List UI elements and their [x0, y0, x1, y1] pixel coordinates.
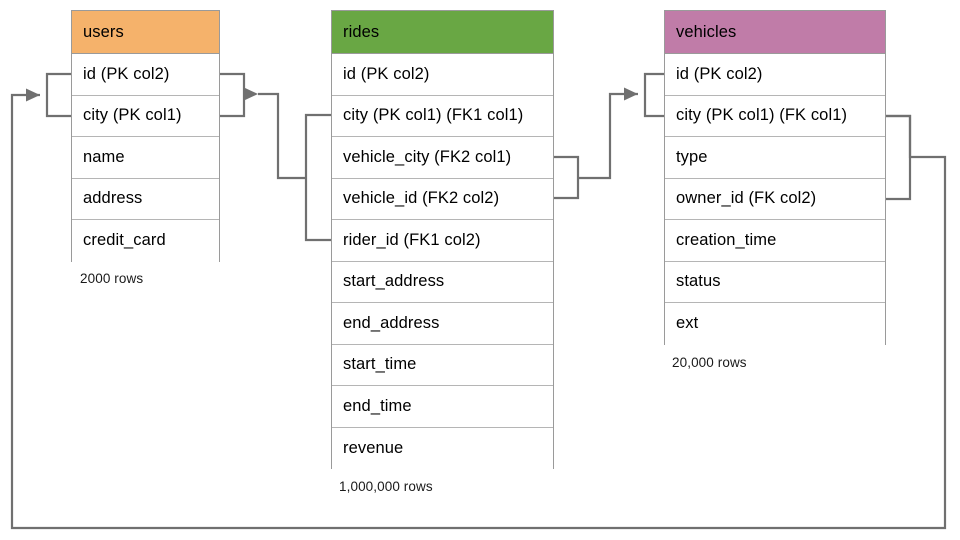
- table-row[interactable]: status: [665, 261, 885, 303]
- column-label: end_time: [343, 396, 412, 415]
- column-label: id (PK col2): [83, 64, 170, 83]
- column-label: type: [676, 147, 708, 166]
- vehicles-target-bracket: [643, 72, 664, 118]
- column-label: rider_id (FK1 col2): [343, 230, 481, 249]
- column-label: vehicle_city (FK2 col1): [343, 147, 512, 166]
- column-label: id (PK col2): [676, 64, 763, 83]
- table-row[interactable]: id (PK col2): [72, 54, 219, 96]
- arrowhead-vehicles-to-users: [26, 88, 40, 102]
- table-row[interactable]: city (PK col1): [72, 95, 219, 137]
- table-row[interactable]: vehicle_city (FK2 col1): [332, 137, 553, 179]
- table-row[interactable]: type: [665, 137, 885, 179]
- column-label: creation_time: [676, 230, 777, 249]
- table-row[interactable]: name: [72, 137, 219, 179]
- table-row[interactable]: id (PK col2): [665, 54, 885, 96]
- table-name-label: rides: [343, 22, 380, 41]
- users-key-bracket: [45, 72, 71, 118]
- users-target-bracket: [220, 72, 246, 118]
- arrowhead-rides-to-vehicles: [624, 87, 638, 101]
- column-label: vehicle_id (FK2 col2): [343, 189, 500, 208]
- rides-fk1-bracket: [304, 113, 331, 242]
- arrowhead-rides-to-users: [244, 87, 258, 101]
- rides-fk1-to-users-edge: [258, 92, 306, 180]
- table-header-users[interactable]: users: [72, 11, 219, 54]
- column-label: address: [83, 189, 143, 208]
- table-row[interactable]: start_address: [332, 261, 553, 303]
- vehicles-source-bracket: [886, 114, 912, 201]
- column-label: ext: [676, 314, 699, 333]
- table-row[interactable]: revenue: [332, 427, 553, 469]
- column-label: city (PK col1) (FK col1): [676, 106, 848, 125]
- table-header-vehicles[interactable]: vehicles: [665, 11, 885, 54]
- column-label: city (PK col1): [83, 106, 182, 125]
- column-label: start_address: [343, 272, 445, 291]
- row-count-label-rides: 1,000,000 rows: [339, 479, 433, 494]
- row-count-label-users: 2000 rows: [80, 271, 144, 286]
- table-row[interactable]: end_address: [332, 303, 553, 345]
- column-label: id (PK col2): [343, 64, 430, 83]
- column-label: status: [676, 272, 721, 291]
- rides-fk2-to-vehicles-edge: [578, 92, 638, 180]
- table-row[interactable]: creation_time: [665, 220, 885, 262]
- table-row[interactable]: end_time: [332, 386, 553, 428]
- rides-fk2-bracket: [554, 155, 580, 200]
- column-label: city (PK col1) (FK1 col1): [343, 106, 524, 125]
- table-row[interactable]: city (PK col1) (FK col1): [665, 95, 885, 137]
- table-header-rides[interactable]: rides: [332, 11, 553, 54]
- table-row[interactable]: id (PK col2): [332, 54, 553, 96]
- table-row[interactable]: credit_card: [72, 220, 219, 262]
- column-label: owner_id (FK col2): [676, 189, 817, 208]
- table-row[interactable]: address: [72, 178, 219, 220]
- table-users[interactable]: users id (PK col2) city (PK col1) name addre…: [71, 10, 220, 262]
- table-row[interactable]: city (PK col1) (FK1 col1): [332, 95, 553, 137]
- column-label: credit_card: [83, 231, 166, 250]
- table-row[interactable]: start_time: [332, 344, 553, 386]
- column-label: end_address: [343, 313, 440, 332]
- table-row[interactable]: owner_id (FK col2): [665, 178, 885, 220]
- table-name-label: users: [83, 22, 124, 41]
- column-label: revenue: [343, 438, 404, 457]
- column-label: name: [83, 147, 125, 166]
- table-row[interactable]: rider_id (FK1 col2): [332, 220, 553, 262]
- table-rides[interactable]: rides id (PK col2) city (PK col1) (FK1 col…: [331, 10, 554, 469]
- table-name-label: vehicles: [676, 22, 737, 41]
- row-count-label-vehicles: 20,000 rows: [672, 355, 747, 370]
- column-label: start_time: [343, 355, 417, 374]
- table-row[interactable]: vehicle_id (FK2 col2): [332, 178, 553, 220]
- table-row[interactable]: ext: [665, 303, 885, 345]
- table-vehicles[interactable]: vehicles id (PK col2) city (PK col1) (FK c…: [664, 10, 886, 345]
